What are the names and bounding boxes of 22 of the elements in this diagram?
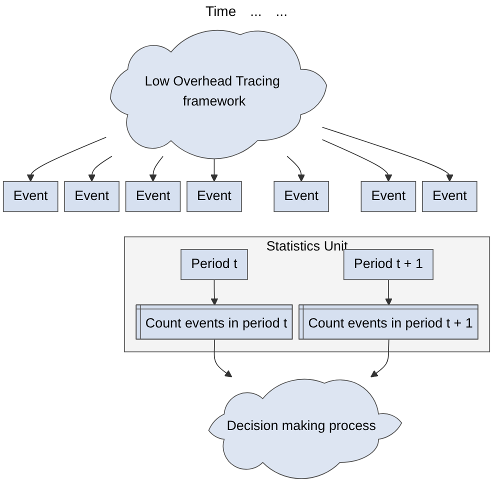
arrow bbox=[370, 339, 390, 378]
arrow bbox=[384, 279, 392, 306]
node-box: Period t + 1 bbox=[343, 249, 434, 280]
arrow bbox=[149, 156, 164, 182]
arrow bbox=[210, 279, 218, 306]
arrow bbox=[286, 156, 306, 182]
arrow bbox=[322, 126, 454, 182]
arrow bbox=[322, 139, 392, 182]
node-box: Event bbox=[2, 181, 58, 212]
node-box: Period t bbox=[180, 249, 248, 280]
arrow bbox=[88, 156, 112, 182]
node-box: Event bbox=[360, 181, 416, 212]
node-box: Event bbox=[422, 181, 478, 212]
note-label: ... bbox=[276, 3, 288, 19]
arrow bbox=[26, 136, 107, 182]
node-box: Event bbox=[274, 181, 329, 212]
note-label: Time bbox=[206, 3, 236, 19]
note-label: ... bbox=[250, 3, 262, 19]
node-box: Event bbox=[125, 181, 181, 212]
node-box: Event bbox=[186, 181, 242, 212]
node-box: Event bbox=[64, 181, 120, 212]
arrow bbox=[214, 339, 232, 378]
